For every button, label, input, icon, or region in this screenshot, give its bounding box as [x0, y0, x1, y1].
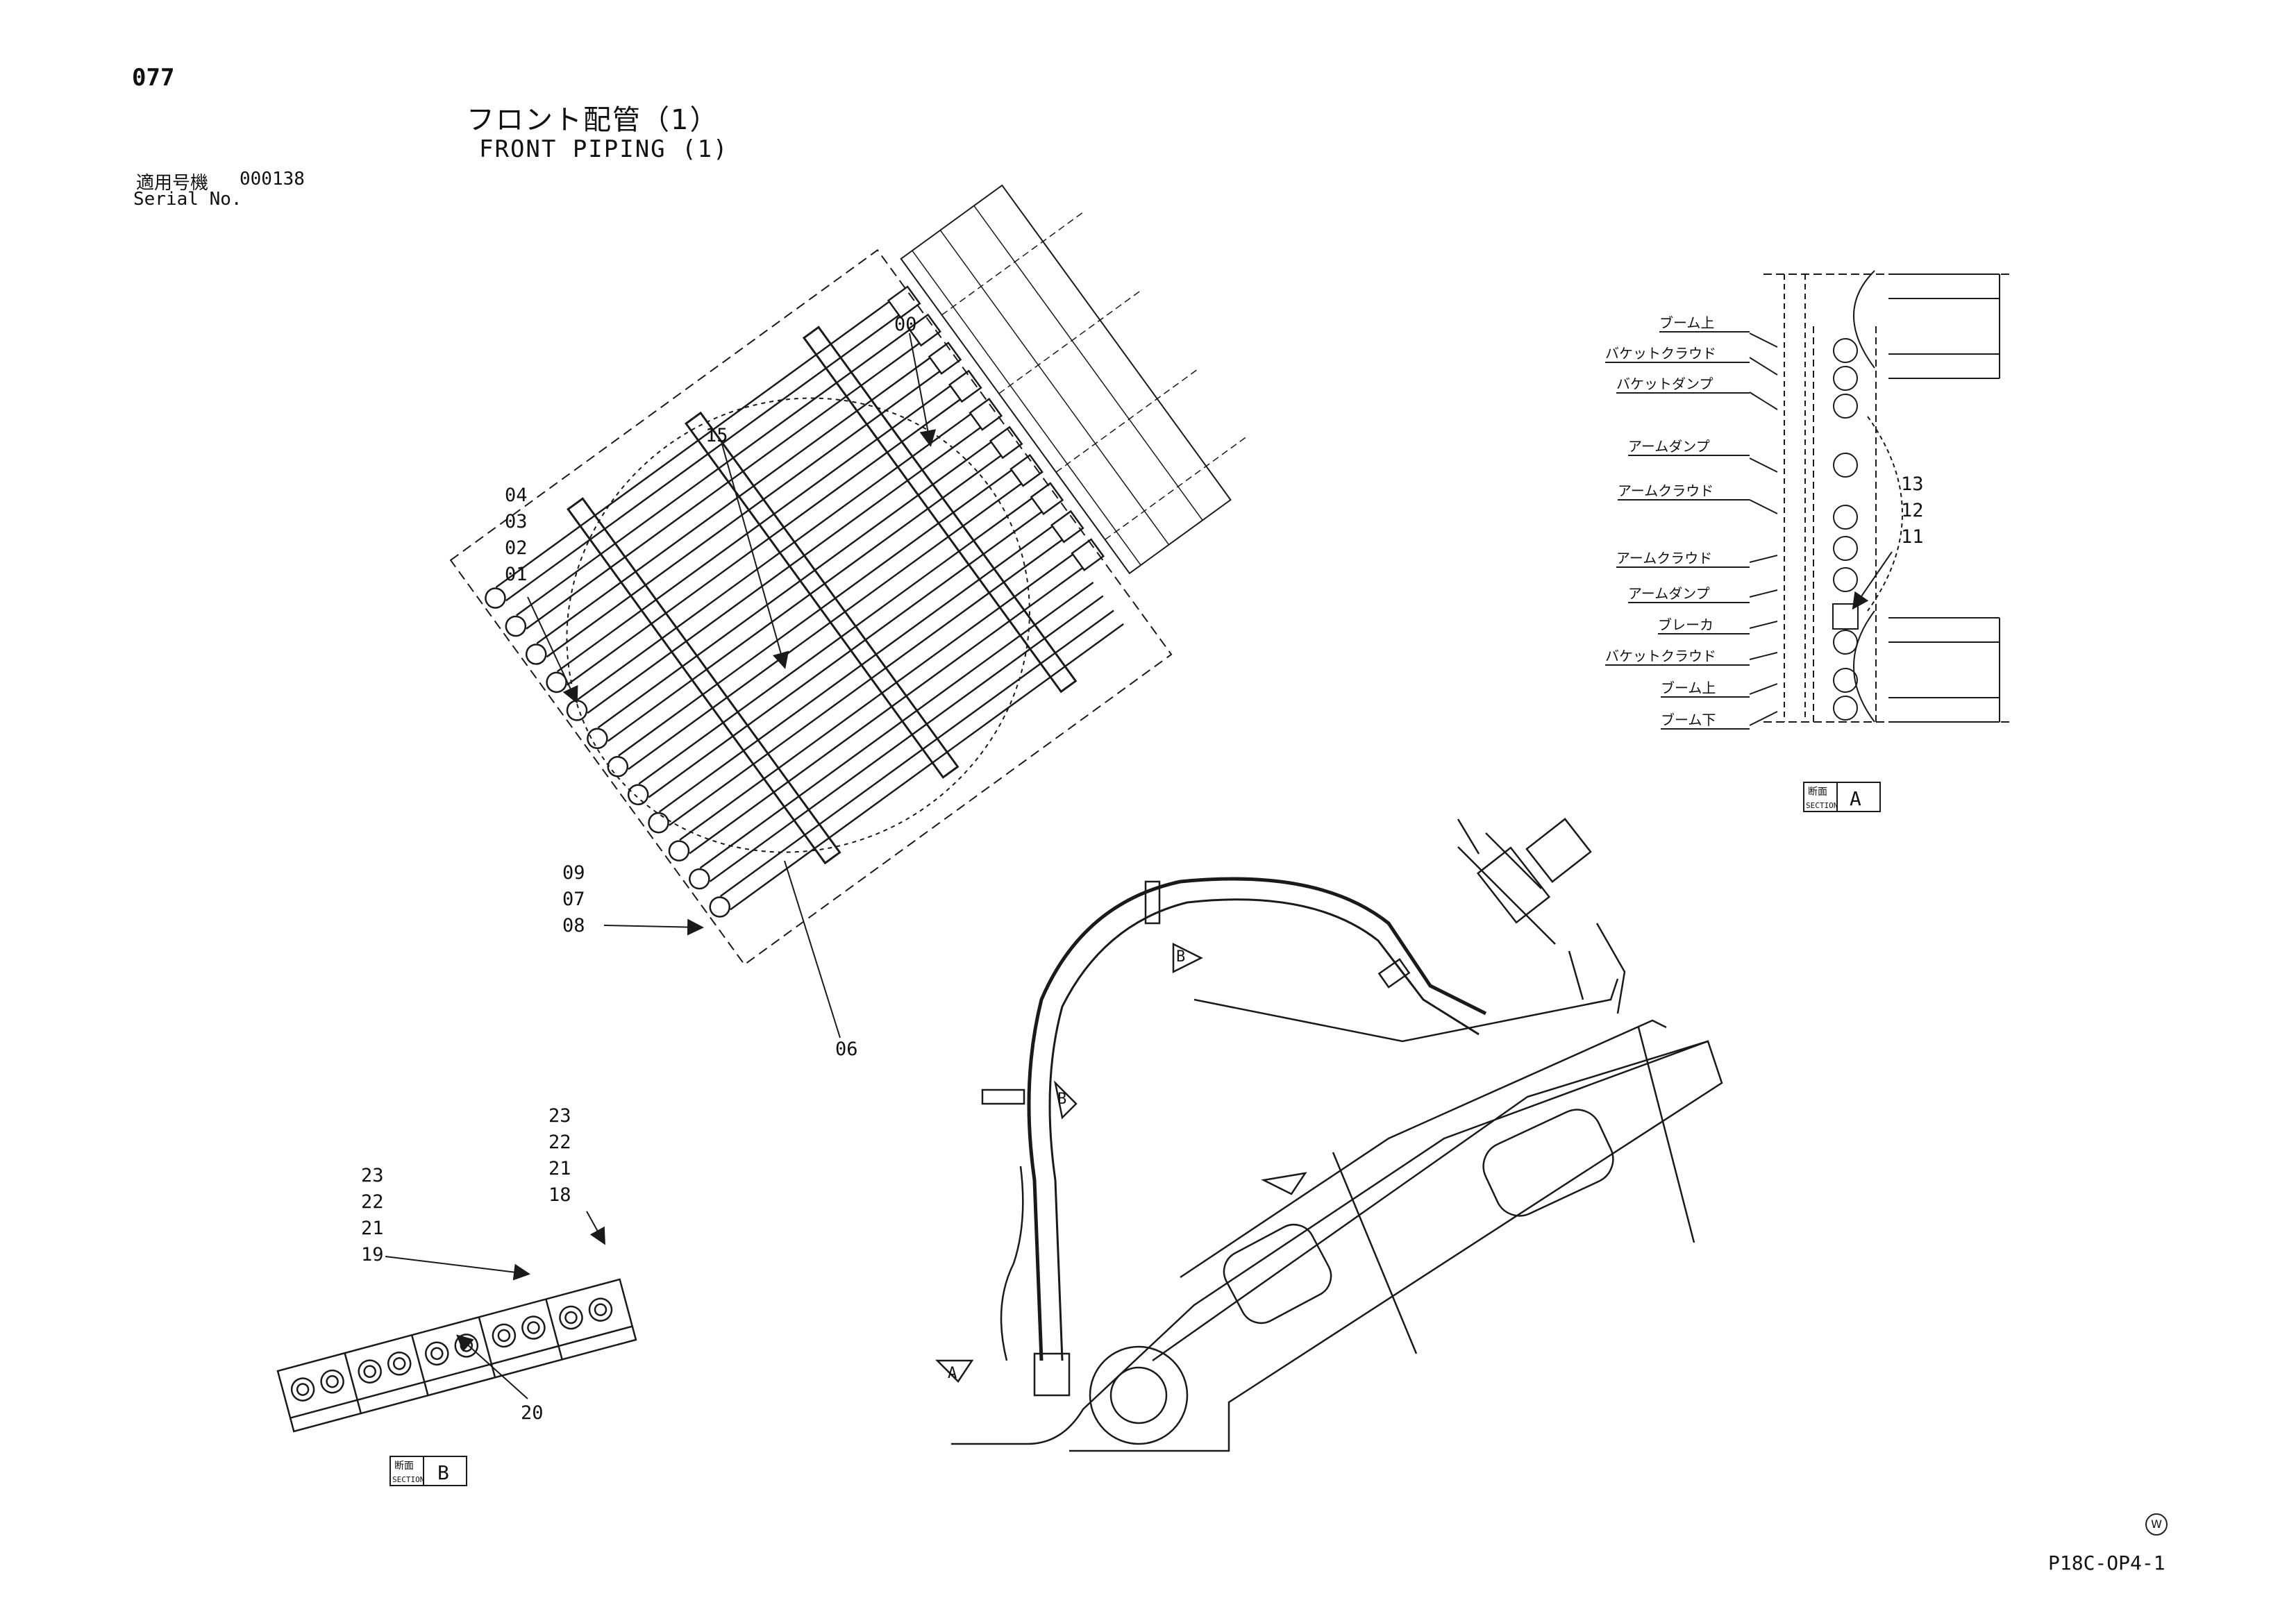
part-number-22-c: 22 — [361, 1191, 384, 1213]
section-a-letter: A — [1850, 787, 1861, 810]
part-number-23-c: 23 — [361, 1165, 384, 1186]
part-number-04: 04 — [505, 485, 528, 506]
label-arm-crowd-1: アームクラウド — [1618, 482, 1713, 499]
section-a-tag: 断面 SECTION A — [1803, 782, 1881, 812]
part-number-21-b: 21 — [548, 1158, 571, 1179]
section-b-ja: 断面 — [394, 1461, 414, 1472]
label-boom-up-2: ブーム上 — [1661, 680, 1716, 696]
section-a-en: SECTION — [1806, 801, 1838, 810]
part-number-19: 19 — [361, 1244, 384, 1265]
part-number-15: 15 — [705, 425, 728, 446]
title-english: FRONT PIPING (1) — [479, 135, 729, 163]
part-number-12: 12 — [1901, 500, 1924, 521]
leader-lines-section-b — [385, 1211, 605, 1399]
part-number-21-c: 21 — [361, 1218, 384, 1239]
section-b-letter: B — [437, 1461, 449, 1484]
boom-side-view — [935, 818, 1723, 1452]
label-arm-dump-2: アームダンプ — [1628, 585, 1710, 602]
serial-value: 000138 — [240, 169, 305, 190]
label-arm-dump-1: アームダンプ — [1628, 438, 1710, 455]
part-numbers: 00 15 04 03 02 01 09 07 08 06 13 12 11 2… — [361, 314, 1924, 1424]
part-number-01: 01 — [505, 564, 528, 585]
section-b-manifold — [276, 1278, 637, 1433]
part-number-06: 06 — [835, 1038, 858, 1060]
watermark-w-icon: W — [2145, 1513, 2168, 1536]
section-b-tag: 断面 SECTION B — [389, 1456, 467, 1486]
part-number-02: 02 — [505, 537, 528, 559]
hose-bundle-assembly — [449, 184, 1246, 966]
serial-label-japanese: 適用号機 — [136, 173, 209, 194]
page-number: 077 — [132, 64, 175, 92]
title-japanese: フロント配管（1） — [467, 104, 719, 136]
label-breaker: ブレーカ — [1658, 616, 1713, 633]
view-marker-b-1: B — [1176, 948, 1185, 966]
document-id: P18C-OP4-1 — [2048, 1551, 2165, 1574]
part-number-20: 20 — [521, 1402, 544, 1424]
label-boom-down: ブーム下 — [1661, 712, 1716, 728]
label-bucket-crowd-2: バケットクラウド — [1605, 648, 1716, 664]
part-number-08: 08 — [562, 915, 585, 936]
part-number-23-b: 23 — [548, 1105, 571, 1127]
part-number-09: 09 — [562, 862, 585, 884]
leader-lines-main — [527, 333, 937, 1038]
view-marker-b-2: B — [1057, 1091, 1066, 1108]
serial-label-english: Serial No. — [133, 189, 242, 210]
part-number-13: 13 — [1901, 473, 1924, 495]
part-number-07: 07 — [562, 889, 585, 910]
section-a-labels: ブーム上 バケットクラウド バケットダンプ アームダンプ アームクラウド アーム… — [1605, 314, 1716, 728]
part-number-22-b: 22 — [548, 1132, 571, 1153]
label-bucket-crowd-1: バケットクラウド — [1605, 345, 1716, 362]
label-bucket-dump: バケットダンプ — [1616, 376, 1713, 392]
part-number-11: 11 — [1901, 526, 1924, 548]
part-number-03: 03 — [505, 511, 528, 532]
section-b-en: SECTION — [392, 1475, 424, 1484]
section-a-ja: 断面 — [1808, 787, 1827, 798]
view-marker-a: A — [948, 1365, 957, 1382]
part-number-00: 00 — [894, 314, 917, 335]
label-arm-crowd-2: アームクラウド — [1616, 550, 1712, 566]
section-a-view — [1605, 270, 2013, 730]
label-boom-up-1: ブーム上 — [1659, 314, 1714, 331]
part-number-18: 18 — [548, 1184, 571, 1206]
